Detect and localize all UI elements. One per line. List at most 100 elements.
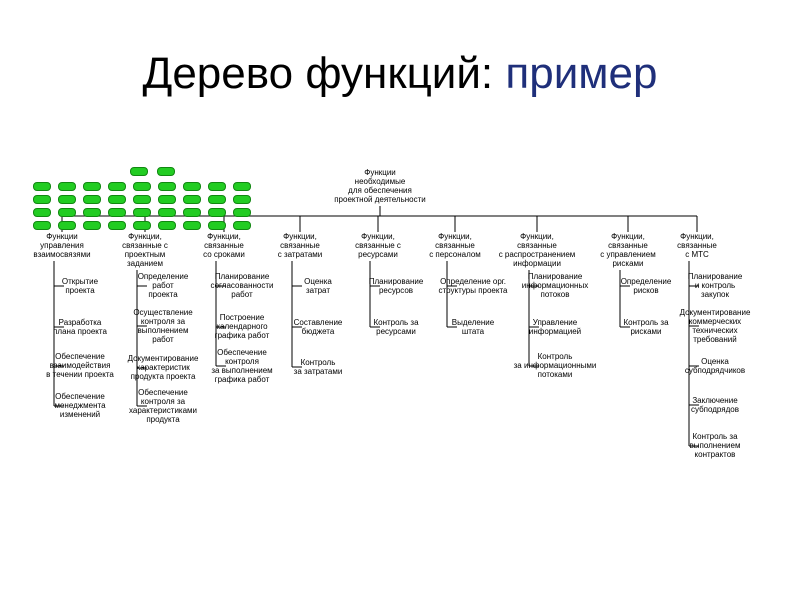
green-dot [58,221,76,230]
green-dot [108,208,126,217]
branch-2-line: связанные с [122,241,168,250]
branch-9-child-line: и контроль [694,281,736,290]
branch-6-child-line: Выделение [451,318,495,327]
branch-9-child-line: выполнением [689,441,741,450]
branch-5-child-line: ресурсов [378,286,414,295]
branch-7-child-line: за информационными [513,361,597,370]
branch-8-child-line: Контроль за [623,318,669,327]
branch-2-child-line: продукта проекта [130,372,196,381]
branch-7-line: с распространением [498,250,576,259]
green-dot [83,195,101,204]
branch-8-line: рисками [612,259,644,268]
green-dot [133,195,151,204]
branch-1-child-line: в течении проекта [46,370,114,379]
title-main: Дерево функций: [142,49,506,98]
branch-1-child-line: Обеспечение [55,392,105,401]
branch-8-child-line: рисков [633,286,659,295]
green-dot [33,195,51,204]
green-dot [233,208,251,217]
green-dot [83,221,101,230]
branch-9-child-line: технических [692,326,738,335]
green-dot [183,195,201,204]
branch-4-line: с затратами [277,250,323,259]
branch-3-child-line: графика работ [214,375,270,384]
branch-1-child-line: взаимодействия [49,361,111,370]
branch-1-child-line: проекта [65,286,95,295]
branch-7-child-line: Планирование [527,272,583,281]
branch-1-line: управления [40,241,84,250]
branch-2-line: Функции, [128,232,162,241]
branch-2-child-line: работ [152,335,174,344]
branch-2-child-line: работ [152,281,174,290]
branch-6-child: Определение орг.структуры проекта [413,277,533,295]
branch-6-line: Функции, [438,232,472,241]
branch-3-child-line: Обеспечение [217,348,267,357]
branch-1-child-line: плана проекта [53,327,107,336]
branch-2-child-line: контроля за [140,397,186,406]
green-dot [208,208,226,217]
green-dot [83,182,101,191]
root-node-line: проектной деятельности [334,195,426,204]
green-dot [108,221,126,230]
branch-3-child-line: Планирование [214,272,270,281]
green-dot [158,195,176,204]
branch-9-line: связанные [677,241,717,250]
branch-8-line: с управлением [600,250,656,259]
branch-9-child-line: Заключение [692,396,738,405]
branch-9-child-line: коммерческих [688,317,742,326]
branch-7-child-line: информационных [521,281,589,290]
branch-7-child-line: Управление [532,318,578,327]
branch-5-child-line: ресурсами [376,327,416,336]
green-dot [233,221,251,230]
green-dot [33,221,51,230]
page-title: Дерево функций: пример [0,49,800,98]
branch-3-line: связанные [204,241,244,250]
branch-8-line: Функции, [611,232,645,241]
green-dot [133,208,151,217]
branch-7-child-line: потоков [540,290,570,299]
branch-2-child-line: Определение [137,272,189,281]
green-dot [183,221,201,230]
green-dot [108,195,126,204]
branch-4-child-line: Оценка [304,277,332,286]
root-node-line: необходимые [354,177,406,186]
branch-8-child-line: рисками [630,327,662,336]
branch-2-child-line: характеристиками [128,406,197,415]
branch-9-child-line: субподрядов [690,405,739,414]
root-node-line: Функции [364,168,396,177]
branch-2-child-line: характеристик [136,363,190,372]
branch-1-line: Функции [46,232,78,241]
branch-4-child-line: за затратами [293,367,343,376]
green-dot [58,182,76,191]
green-dot [157,167,175,176]
green-dot [83,208,101,217]
green-dot [158,221,176,230]
branch-4-child-line: бюджета [301,327,335,336]
green-dot [233,182,251,191]
branch-2-child-line: Обеспечение [138,388,188,397]
branch-9-child-line: Планирование [687,272,743,281]
green-dot [208,182,226,191]
branch-2-line: заданием [126,259,164,268]
branch-1-child-line: Обеспечение [55,352,105,361]
green-dot [233,195,251,204]
